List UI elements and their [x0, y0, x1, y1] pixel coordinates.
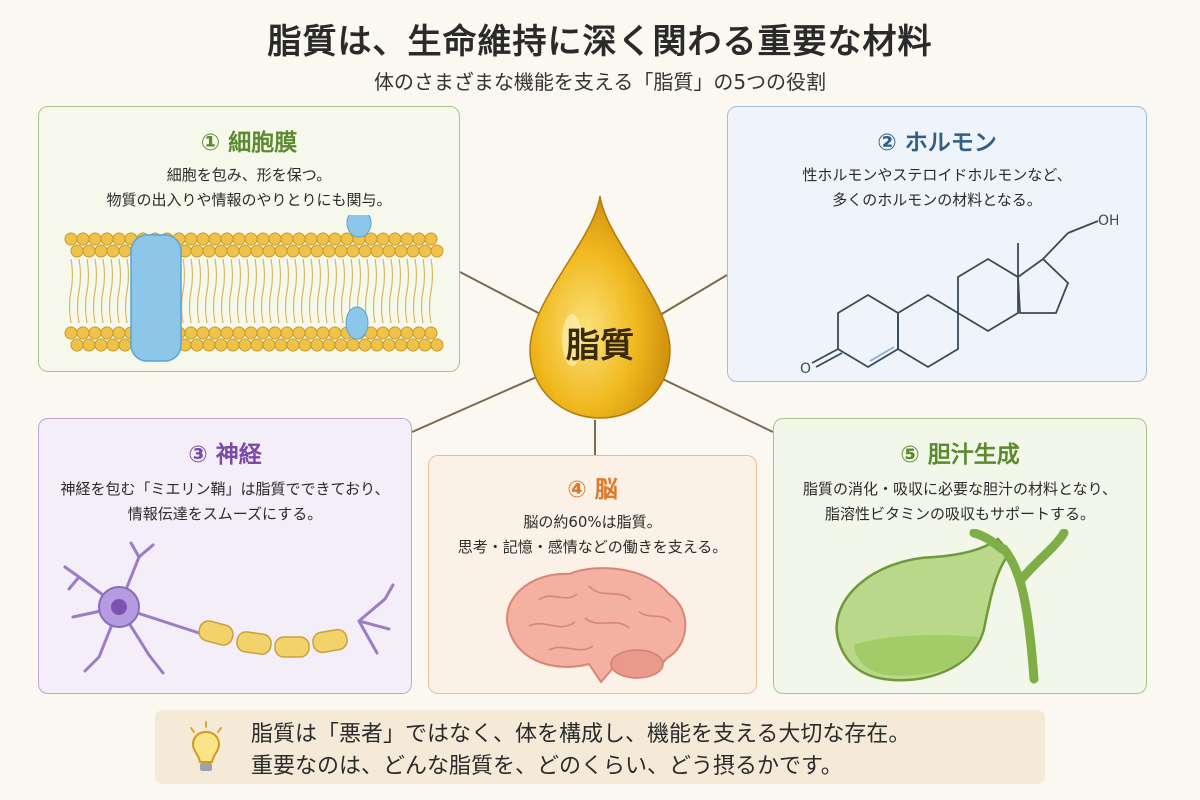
lightbulb-icon — [190, 721, 222, 771]
lipid-droplet-icon — [529, 195, 671, 419]
card-hormone: ② ホルモン 性ホルモンやステロイドホルモンなど、 多くのホルモンの材料となる。… — [727, 106, 1147, 382]
cell-membrane-illustration — [64, 215, 444, 362]
card-text-line: 思考・記憶・感情などの働きを支える。 — [457, 538, 728, 556]
formula-o-label: O — [800, 361, 811, 373]
center-label: 脂質 — [566, 326, 634, 366]
card-cell-membrane: ① 細胞膜 細胞を包み、形を保つ。 物質の出入りや情報のやりとりにも関与。 — [38, 106, 460, 372]
connector-nerve — [411, 371, 549, 433]
footer-line: 脂質は「悪者」ではなく、体を構成し、機能を支える大切な存在。 — [251, 722, 911, 747]
card-title: ③ 神経 — [188, 442, 262, 468]
brain-illustration — [506, 567, 687, 684]
card-text-line: 脂溶性ビタミンの吸収もサポートする。 — [824, 505, 1095, 523]
connector-hormone — [654, 274, 728, 319]
footer-line: 重要なのは、どんな脂質を、どのくらい、どう摂るかです。 — [251, 754, 843, 779]
steroid-structure-illustration: OH O — [800, 213, 1118, 373]
card-title: ⑤ 胆汁生成 — [900, 442, 1020, 468]
card-text-line: 情報伝達をスムーズにする。 — [127, 505, 323, 523]
card-description: 性ホルモンやステロイドホルモンなど、 多くのホルモンの材料となる。 — [728, 163, 1146, 213]
card-title: ④ 脳 — [567, 477, 618, 503]
card-text-line: 脂質の消化・吸収に必要な胆汁の材料となり、 — [803, 480, 1117, 498]
card-description: 細胞を包み、形を保つ。 物質の出入りや情報のやりとりにも関与。 — [39, 163, 459, 213]
page-subtitle: 体のさまざまな機能を支える「脂質」の5つの役割 — [373, 70, 827, 94]
card-text-line: 性ホルモンやステロイドホルモンなど、 — [802, 166, 1072, 184]
neuron-illustration — [63, 541, 395, 675]
card-text-line: 多くのホルモンの材料となる。 — [832, 191, 1042, 209]
footer-note: 脂質は「悪者」ではなく、体を構成し、機能を支える大切な存在。 重要なのは、どんな… — [155, 710, 1045, 784]
card-nerve: ③ 神経 神経を包む「ミエリン鞘」は脂質でできており、 情報伝達をスムーズにする… — [38, 418, 412, 694]
card-title: ② ホルモン — [877, 130, 997, 156]
card-text-line: 脳の約60%は脂質。 — [523, 513, 662, 531]
card-text-line: 物質の出入りや情報のやりとりにも関与。 — [106, 191, 392, 209]
card-text-line: 神経を包む「ミエリン鞘」は脂質でできており、 — [60, 480, 390, 498]
card-bile: ⑤ 胆汁生成 脂質の消化・吸収に必要な胆汁の材料となり、 脂溶性ビタミンの吸収も… — [773, 418, 1147, 694]
formula-oh-label: OH — [1098, 213, 1118, 229]
card-description: 神経を包む「ミエリン鞘」は脂質でできており、 情報伝達をスムーズにする。 — [39, 477, 411, 527]
connector-bile — [647, 371, 774, 433]
card-description: 脳の約60%は脂質。 思考・記憶・感情などの働きを支える。 — [429, 510, 756, 560]
connector-cell-membrane — [459, 271, 549, 319]
card-text-line: 細胞を包み、形を保つ。 — [166, 166, 332, 184]
page-title: 脂質は、生命維持に深く関わる重要な材料 — [267, 22, 933, 62]
card-description: 脂質の消化・吸収に必要な胆汁の材料となり、 脂溶性ビタミンの吸収もサポートする。 — [774, 477, 1146, 527]
card-title: ① 細胞膜 — [200, 130, 298, 156]
gallbladder-illustration — [835, 529, 1069, 684]
card-brain: ④ 脳 脳の約60%は脂質。 思考・記憶・感情などの働きを支える。 — [428, 455, 757, 694]
